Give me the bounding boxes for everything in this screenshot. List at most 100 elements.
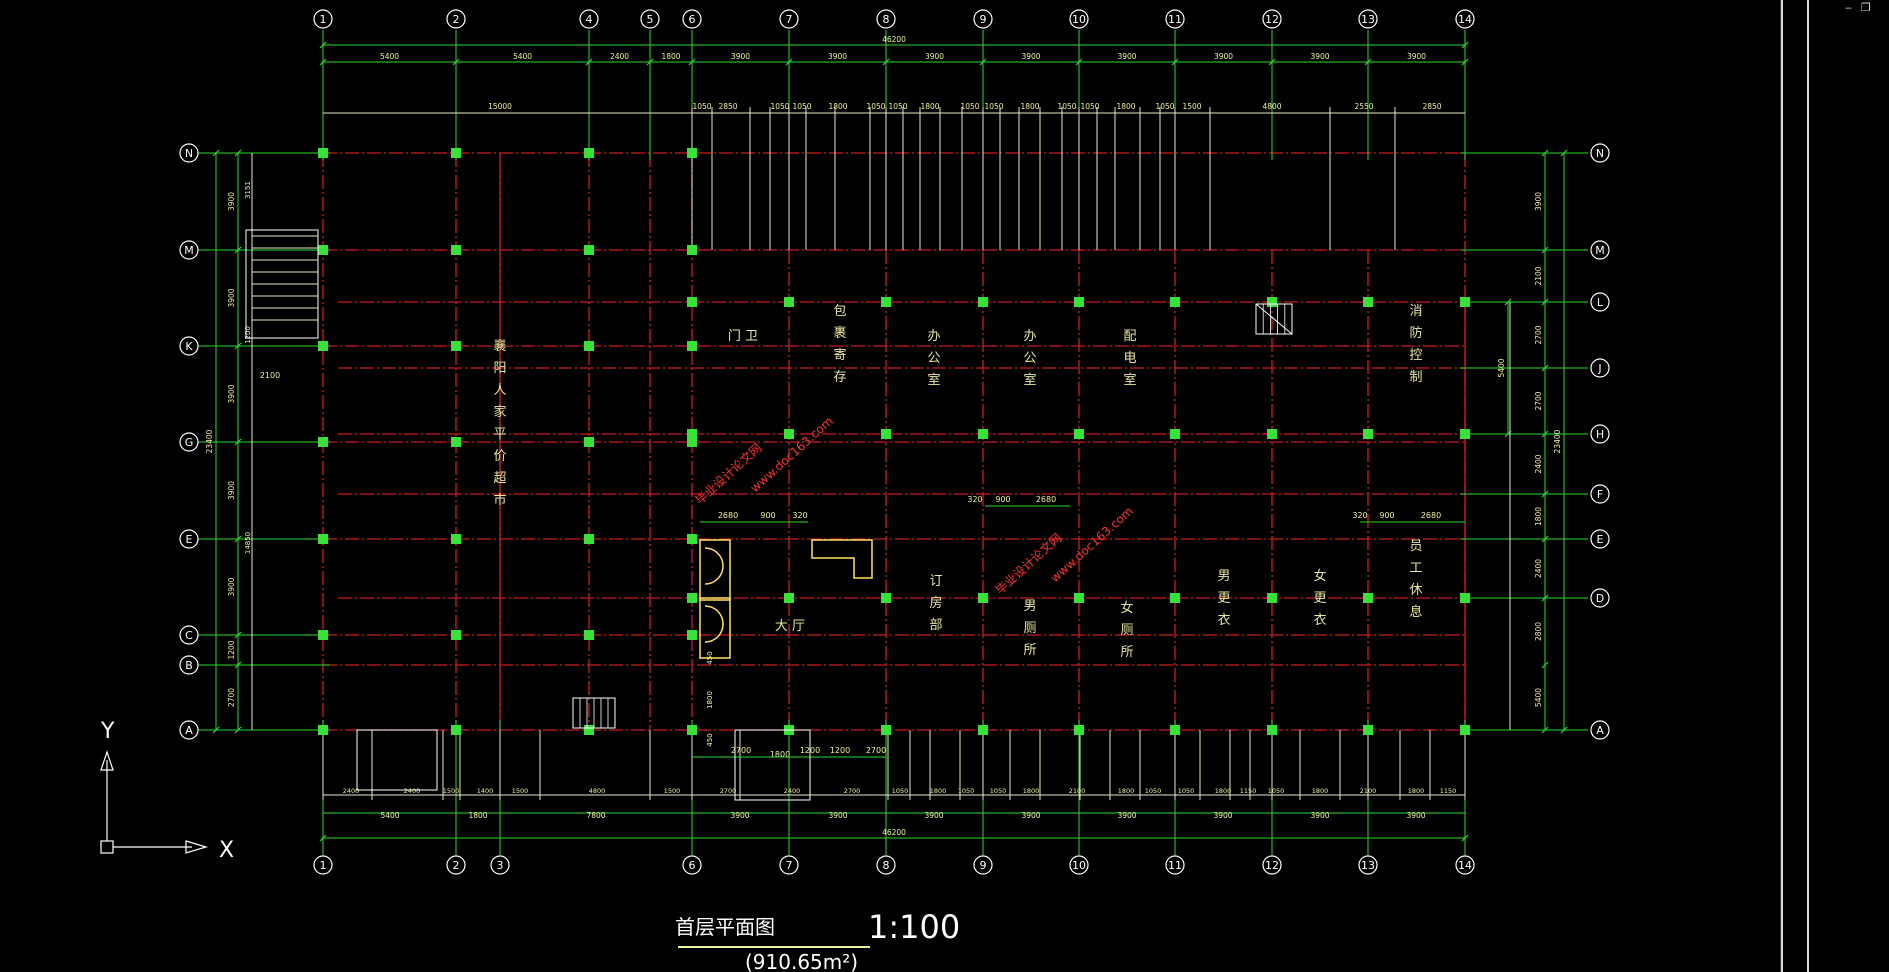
left-axis-dim-label: 1200 — [227, 640, 236, 659]
column — [451, 534, 461, 544]
top-detail-dim-label: 1800 — [1020, 102, 1039, 111]
axis-bubble-bottom-11 — [1165, 855, 1185, 875]
left-axis-dim-tick — [234, 535, 242, 543]
column — [881, 593, 891, 603]
top-total-dim-label: 46200 — [882, 35, 906, 44]
axis-bubble-bottom-12 — [1262, 855, 1282, 875]
column — [687, 297, 697, 307]
column — [1460, 297, 1470, 307]
bottom-detail-dim-label: 1800 — [930, 787, 947, 795]
room-label-char: 家 — [493, 404, 506, 420]
column — [584, 534, 594, 544]
room-label-char: 价 — [493, 449, 506, 464]
axis-bubble-bottom-6-label: 6 — [689, 859, 696, 872]
top-axis-dim-label: 5400 — [380, 52, 399, 61]
room-label-char: 男 — [1217, 569, 1230, 584]
bottom-axis-dim-label: 7800 — [586, 811, 605, 820]
axis-bubble-bottom-6 — [682, 855, 702, 875]
axis-bubble-bottom-7-label: 7 — [786, 859, 793, 872]
top-detail-dim-label: 1050 — [866, 102, 885, 111]
axis-bubble-top-1-label: 1 — [320, 13, 327, 26]
axis-bubble-top-14 — [1455, 9, 1475, 29]
top-axis-dim-label: 3900 — [1310, 52, 1329, 61]
annotation-dim: 1800 — [770, 750, 790, 759]
top-axis-dim-label: 3900 — [731, 52, 750, 61]
stair-east-diagonal — [1255, 303, 1293, 335]
column — [1460, 429, 1470, 439]
axis-bubble-top-14-label: 14 — [1458, 13, 1472, 26]
annotation-dim: 2700 — [866, 746, 886, 755]
axis-bubble-bottom-8-label: 8 — [883, 859, 890, 872]
watermark-url: www.doc163.com — [748, 414, 836, 495]
bottom-axis-dim-label: 3900 — [1406, 811, 1425, 820]
axis-bubble-left-C-label: C — [185, 629, 193, 642]
panel-scroll-track[interactable] — [1807, 0, 1809, 972]
annotation-dim: 2680 — [1036, 495, 1056, 504]
axis-bubble-bottom-7 — [779, 855, 799, 875]
axis-bubble-top-11-label: 11 — [1168, 13, 1182, 26]
annotation-dim: 2680 — [1421, 511, 1441, 520]
drawing-title: 首层平面图 — [675, 915, 775, 939]
left-small-dim: 3151 — [244, 181, 252, 199]
top-detail-dim-label: 1050 — [984, 102, 1003, 111]
axis-bubble-right-H-label: H — [1596, 428, 1604, 441]
right-axis-dim-tick — [1541, 364, 1549, 372]
axis-bubble-right-N — [1590, 143, 1610, 163]
room-label-char: 更 — [1313, 591, 1326, 606]
axis-bubble-top-2-label: 2 — [453, 13, 460, 26]
sofa-3 — [811, 539, 873, 579]
column — [978, 725, 988, 735]
axis-bubble-top-13 — [1358, 9, 1378, 29]
right-sub-dim-tick — [1504, 298, 1512, 306]
annotation-dim: 2700 — [731, 746, 751, 755]
top-detail-dim-label: 1050 — [1080, 102, 1099, 111]
bottom-detail-dim-label: 1150 — [1440, 787, 1457, 795]
bottom-axis-dim-label: 3900 — [924, 811, 943, 820]
column — [978, 593, 988, 603]
axis-bubble-top-4-label: 4 — [586, 13, 593, 26]
column — [1170, 429, 1180, 439]
axis-bubble-left-G — [179, 432, 199, 452]
column — [1074, 297, 1084, 307]
ucs-icon — [100, 750, 209, 854]
minimize-button[interactable]: ‒ — [1845, 1, 1852, 14]
top-axis-dim-tick — [1075, 58, 1083, 66]
right-axis-dim-tick — [1541, 246, 1549, 254]
room-label-char: 公 — [1023, 351, 1036, 366]
axis-bubble-right-F-label: F — [1597, 488, 1603, 501]
restore-button[interactable]: ❐ — [1861, 1, 1871, 14]
bottom-detail-dim-label: 1150 — [1240, 787, 1257, 795]
column — [1267, 725, 1277, 735]
axis-bubble-top-4 — [579, 9, 599, 29]
axis-bubble-bottom-1-label: 1 — [320, 859, 327, 872]
right-axis-dim-label: 2700 — [1534, 391, 1543, 410]
room-label-char: 超 — [493, 471, 506, 486]
axis-bubble-left-N-label: N — [185, 147, 193, 160]
column — [784, 429, 794, 439]
top-detail-dim-label: 2850 — [1422, 102, 1441, 111]
axis-bubble-right-F — [1590, 484, 1610, 504]
bottom-axis-dim-label: 3900 — [1117, 811, 1136, 820]
bottom-detail-dim-label: 1500 — [664, 787, 681, 795]
room-label-char: 室 — [1023, 372, 1036, 388]
annotation-dim: 2100 — [260, 371, 280, 380]
top-axis-dim-label: 3900 — [1117, 52, 1136, 61]
column — [687, 725, 697, 735]
left-axis-dim-tick — [234, 631, 242, 639]
axis-bubble-left-G-label: G — [185, 436, 194, 449]
axis-bubble-right-A — [1590, 720, 1610, 740]
top-axis-dim-tick — [1268, 58, 1276, 66]
axis-bubble-top-9-label: 9 — [980, 13, 987, 26]
right-axis-dim-tick — [1541, 149, 1549, 157]
axis-bubble-bottom-10-label: 10 — [1072, 859, 1086, 872]
top-axis-dim-tick — [319, 58, 327, 66]
left-axis-dim-label: 3900 — [227, 481, 236, 500]
bottom-detail-dim-label: 1400 — [477, 787, 494, 795]
room-label-char: 配 — [1123, 329, 1136, 344]
column — [584, 245, 594, 255]
top-detail-dim-label: 1050 — [960, 102, 979, 111]
axis-bubble-top-2 — [446, 9, 466, 29]
axis-bubble-top-12-label: 12 — [1265, 13, 1279, 26]
watermark-url: www.doc163.com — [1048, 504, 1136, 585]
